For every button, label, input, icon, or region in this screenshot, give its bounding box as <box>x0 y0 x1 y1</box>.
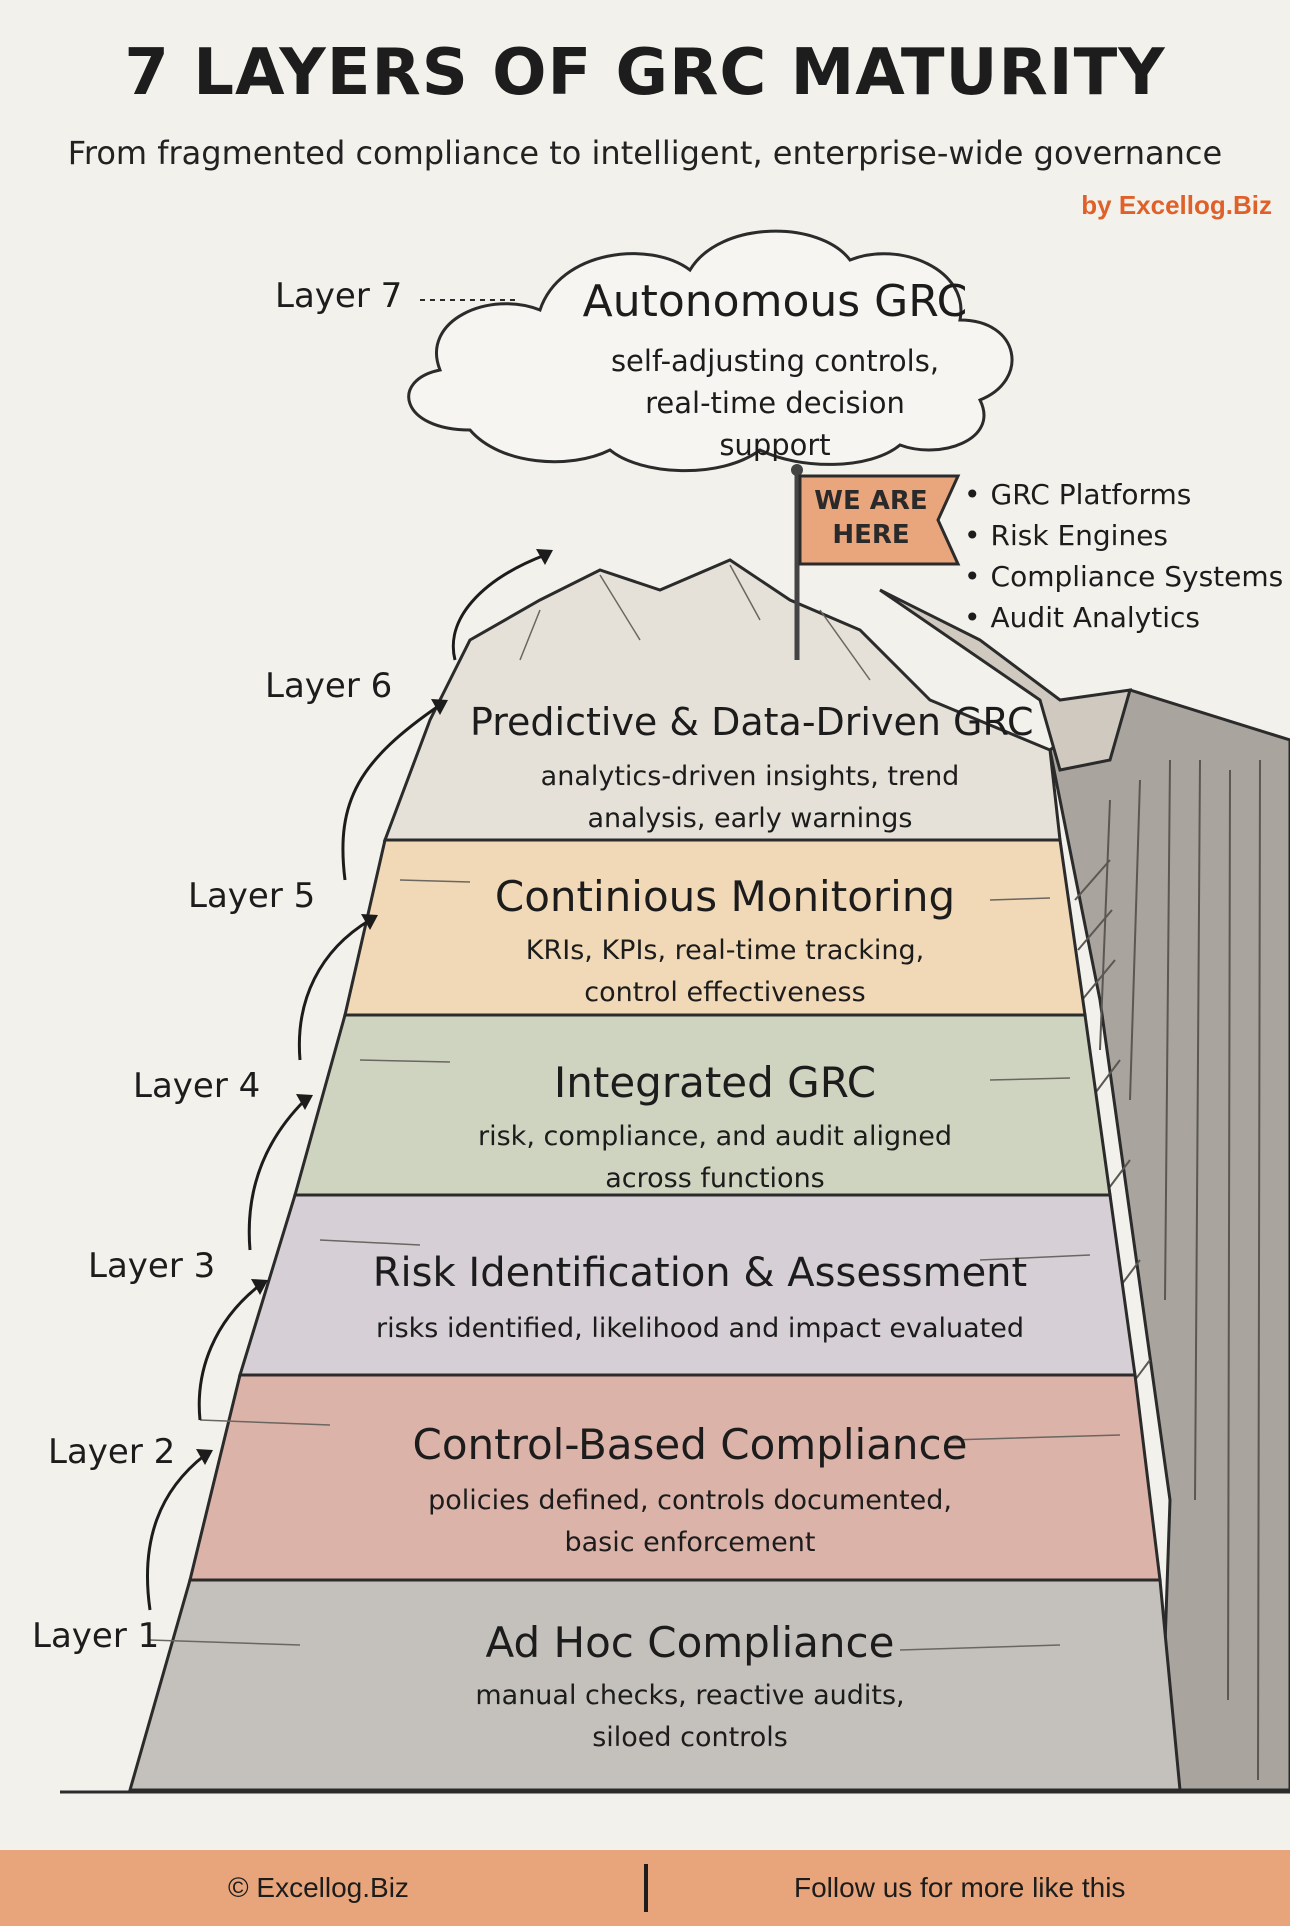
layer-7-label: Layer 7 <box>275 276 403 316</box>
cliff-top <box>879 588 1133 772</box>
cloud <box>407 229 1014 473</box>
flag-banner <box>798 474 961 566</box>
byline: by Excellog.Biz <box>1081 190 1272 220</box>
layer-1-name: Ad Hoc Compliance <box>485 1618 895 1667</box>
layer-6-name: Predictive & Data-Driven GRC <box>470 700 1034 744</box>
cliff-hatching <box>1074 759 1261 1781</box>
layer-6-label: Layer 6 <box>265 666 393 706</box>
layer-2-desc: policies defined, controls documented, b… <box>428 1485 952 1558</box>
rock-texture <box>149 564 1121 1651</box>
arrow-1-2 <box>146 1453 206 1611</box>
layer-1-label: Layer 1 <box>32 1616 160 1656</box>
layer-5-label: Layer 5 <box>188 876 316 916</box>
layer-1-desc: manual checks, reactive audits, siloed c… <box>475 1680 905 1753</box>
tools-list-item: Compliance Systems <box>964 556 1284 597</box>
arrow-3-4 <box>247 1098 307 1251</box>
flag-pole-top <box>791 464 803 476</box>
progression-arrows <box>146 553 546 1611</box>
layer-5-desc: KRIs, KPIs, real-time tracking, control … <box>525 935 925 1008</box>
page-title: 7 LAYERS OF GRC MATURITY <box>124 36 1166 110</box>
arrow-5-6 <box>341 703 441 881</box>
layer-2-name: Control-Based Compliance <box>412 1420 968 1469</box>
tools-list-item: Risk Engines <box>964 515 1283 556</box>
tools-list-item: Audit Analytics <box>964 597 1283 638</box>
footer-bar: © Excellog.Biz Follow us for more like t… <box>0 1850 1290 1926</box>
layer-6-desc: analytics-driven insights, trend analysi… <box>540 761 960 834</box>
layer-3-label: Layer 3 <box>88 1246 216 1286</box>
arrow-2-3 <box>197 1283 261 1421</box>
arrow-heads <box>196 549 553 1465</box>
footer-copyright: © Excellog.Biz <box>228 1872 409 1903</box>
layer-7-name: Autonomous GRC <box>582 276 968 327</box>
arrow-4-5 <box>297 918 371 1061</box>
footer-follow-text: Follow us for more like this <box>794 1872 1126 1903</box>
layer-4-name: Integrated GRC <box>553 1058 877 1107</box>
page-subtitle: From fragmented compliance to intelligen… <box>67 134 1223 172</box>
layer-2-label: Layer 2 <box>48 1432 176 1472</box>
layer-7-desc: self-adjusting controls, real-time decis… <box>610 344 940 462</box>
arrow-6-7 <box>451 553 546 661</box>
flag-label: WE ARE HERE <box>814 486 928 550</box>
layer-3-desc: risks identified, likelihood and impact … <box>376 1313 1024 1344</box>
layer-4-label: Layer 4 <box>133 1066 261 1106</box>
tools-list-item: GRC Platforms <box>964 474 1283 515</box>
layer-3-name: Risk Identification & Assessment <box>372 1250 1028 1296</box>
layer-5-name: Continious Monitoring <box>494 872 956 921</box>
footer-divider <box>644 1864 648 1912</box>
layer-6-band <box>382 558 1062 842</box>
tools-list: GRC Platforms Risk Engines Compliance Sy… <box>964 474 1284 638</box>
layer-4-desc: risk, compliance, and audit aligned acro… <box>478 1121 952 1194</box>
